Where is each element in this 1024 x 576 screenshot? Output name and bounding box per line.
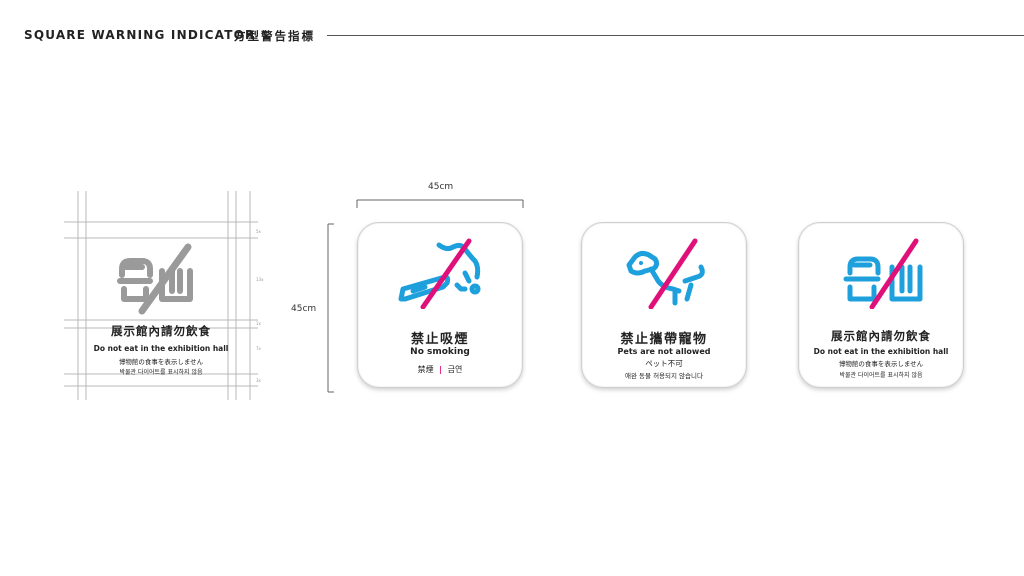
grid-tick-label: 5x	[256, 229, 261, 234]
sign-subtitle-ko: 박물관 다이어트를 표시하지 않음	[839, 372, 923, 379]
page-title-chinese: 方型警告指標	[234, 29, 315, 43]
height-dimension-line	[327, 223, 334, 393]
grid-sign-title-zh: 展示館內請勿飲食	[111, 324, 211, 338]
construction-grid	[64, 191, 258, 400]
sign-title-en: Pets are not allowed	[617, 347, 711, 356]
construction-grid-panel: 展示館內請勿飲食 Do not eat in the exhibition ha…	[64, 191, 263, 400]
grid-sign-title-ko: 박물관 다이어트를 표시하지 않음	[119, 369, 203, 376]
grid-tick-label: 13x	[256, 277, 264, 282]
sign-subtitle-ko: 금연	[447, 365, 463, 374]
sign-no-smoking: 禁止吸煙 No smoking 禁煙 | 금연	[357, 222, 523, 388]
grid-sign-title-ja: 博物館の食事を表示しません	[118, 358, 204, 366]
width-dimension-line	[356, 199, 524, 208]
sign-title-zh: 禁止吸煙	[410, 332, 469, 347]
grid-tick-label: 1x	[256, 321, 261, 326]
height-dimension-label: 45cm	[291, 304, 317, 314]
header-divider	[327, 35, 1024, 36]
grid-tick-label: 7x	[256, 346, 261, 351]
no-pets-icon	[626, 238, 705, 309]
sign-title-en: No smoking	[410, 347, 470, 357]
sign-subtitle: 禁煙 | 금연	[358, 364, 522, 375]
sign-subtitle-zh: 禁煙	[417, 365, 434, 374]
grid-sign-text: 展示館內請勿飲食 Do not eat in the exhibition ha…	[64, 191, 258, 400]
grid-sign-title-en: Do not eat in the exhibition hall	[93, 344, 229, 353]
no-smoking-icon	[398, 238, 481, 309]
sign-title-en: Do not eat in the exhibition hall	[813, 347, 949, 356]
sign-no-pets: 禁止攜帶寵物 Pets are not allowed ペット不可 애완 동물 …	[581, 222, 747, 388]
sign-title-zh: 展示館內請勿飲食	[831, 329, 931, 343]
page-header: SQUARE WARNING INDICATOR 方型警告指標	[24, 28, 1024, 44]
grid-tick-label: 3x	[256, 378, 261, 383]
page-title: SQUARE WARNING INDICATOR	[24, 28, 256, 42]
sign-subtitle-ko: 애완 동물 허용되지 않습니다	[625, 372, 703, 380]
subtitle-separator: |	[439, 365, 443, 374]
sign-subtitle-ja: 博物館の食事を表示しません	[838, 360, 924, 368]
no-food-drink-icon	[843, 238, 923, 309]
width-dimension-label: 45cm	[428, 182, 454, 192]
sign-title-zh: 禁止攜帶寵物	[620, 332, 708, 347]
sign-subtitle-ja: ペット不可	[645, 359, 683, 368]
no-food-drink-icon-gray	[117, 243, 193, 315]
sign-no-food-drink: 展示館內請勿飲食 Do not eat in the exhibition ha…	[798, 222, 964, 388]
